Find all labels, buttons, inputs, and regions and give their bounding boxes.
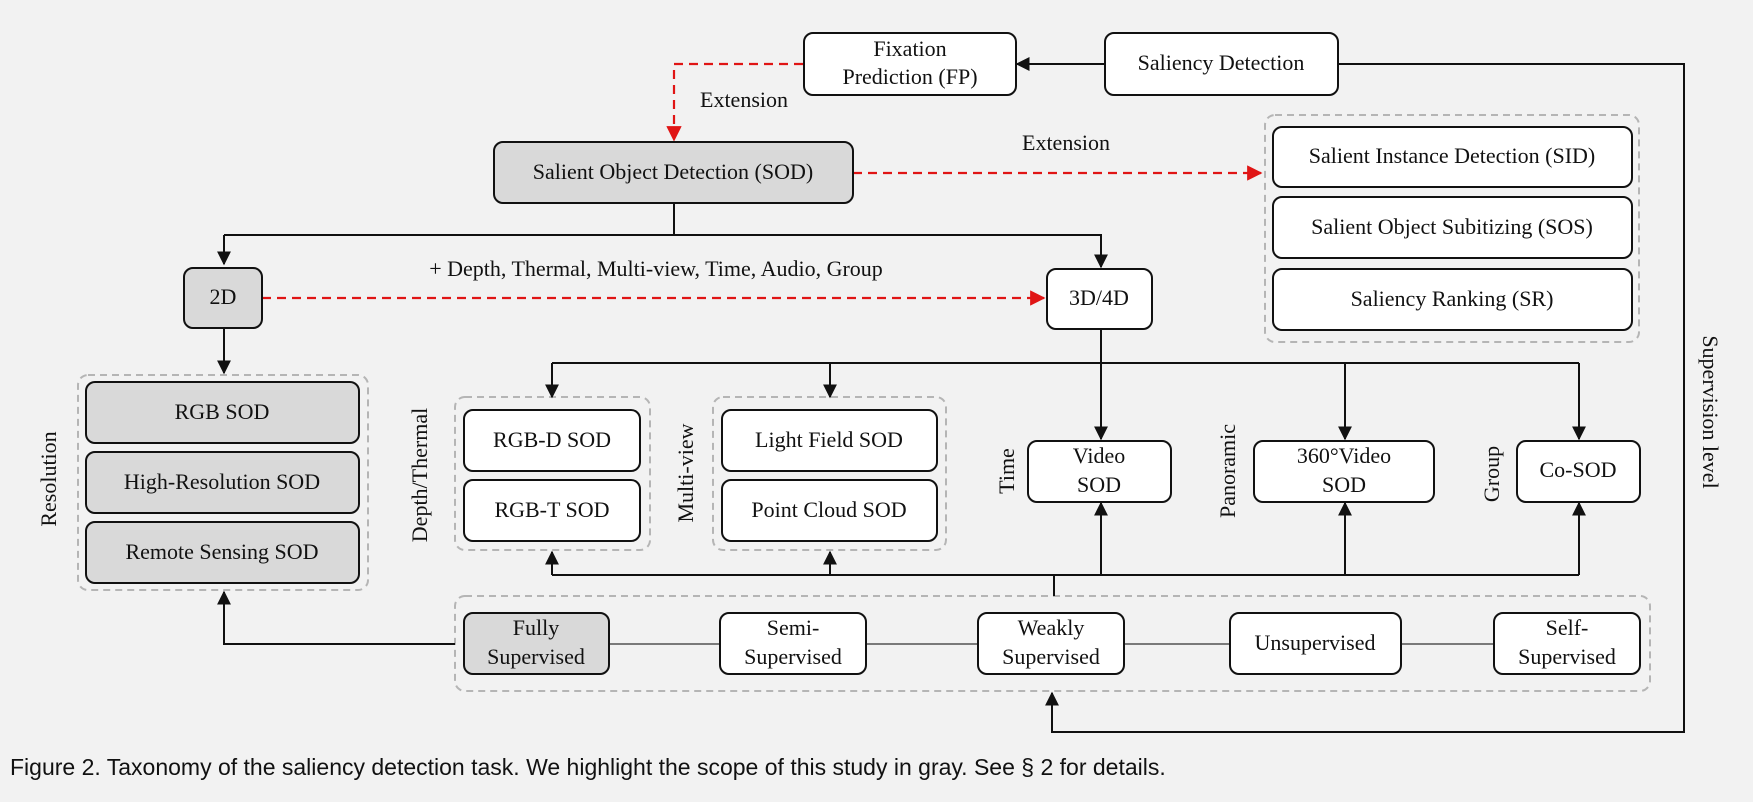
node-3d4d-label: 3D/4D (1069, 285, 1129, 310)
extension-arrows (262, 62, 1263, 306)
extension-label-fp: Extension (700, 87, 788, 112)
fully-supervised-box (463, 612, 610, 675)
self-supervised-box (1493, 612, 1641, 675)
taxonomy-diagram: Fixation Prediction (FP) Saliency Detect… (36, 32, 1723, 733)
weakly-supervised-box (977, 612, 1125, 675)
video-sod-box (1027, 440, 1172, 503)
high-res-sod-box (85, 451, 360, 514)
video360-sod-box (1253, 440, 1435, 503)
rgbt-sod-box (463, 479, 641, 542)
video360-sod-line1: 360°Video (1297, 443, 1391, 468)
semi-supervised-box (719, 612, 867, 675)
saliency-detection-label: Saliency Detection (1138, 50, 1305, 75)
supervision-level-label: Supervision level (1698, 335, 1723, 488)
fully-supervised-line1: Fully (513, 615, 559, 640)
depth-thermal-side-label: Depth/Thermal (407, 408, 432, 542)
panoramic-side-label: Panoramic (1215, 424, 1240, 518)
unsupervised-label: Unsupervised (1255, 630, 1376, 655)
sr-label: Saliency Ranking (SR) (1351, 286, 1554, 311)
point-cloud-sod-box (721, 479, 938, 542)
weakly-supervised-line1: Weakly (1018, 615, 1085, 640)
light-field-sod-box (721, 409, 938, 472)
video-sod-line1: Video (1073, 443, 1125, 468)
remote-sensing-sod-label: Remote Sensing SOD (125, 539, 318, 564)
point-cloud-sod-label: Point Cloud SOD (751, 497, 906, 522)
modalities-label: + Depth, Thermal, Multi-view, Time, Audi… (429, 256, 883, 281)
remote-sensing-sod-box (85, 521, 360, 584)
saliency-detection-box (1104, 32, 1339, 96)
extension-tasks-group (1264, 114, 1640, 343)
co-sod-label: Co-SOD (1539, 457, 1616, 482)
video360-sod-line2: SOD (1322, 472, 1366, 497)
sod-label: Salient Object Detection (SOD) (533, 159, 813, 184)
rgbd-sod-label: RGB-D SOD (493, 427, 611, 452)
light-field-sod-label: Light Field SOD (755, 427, 903, 452)
resolution-group (77, 374, 369, 591)
semi-supervised-line1: Semi- (767, 615, 820, 640)
rgbt-sod-label: RGB-T SOD (494, 497, 609, 522)
node-3d4d-box (1046, 268, 1153, 330)
unsupervised-box (1229, 612, 1402, 675)
figure-caption: Figure 2. Taxonomy of the saliency detec… (10, 754, 1166, 780)
node-2d-label: 2D (210, 284, 237, 309)
fully-supervised-line2: Supervised (487, 644, 585, 669)
video-sod-line2: SOD (1077, 472, 1121, 497)
fixation-prediction-line1: Fixation (873, 36, 946, 61)
node-2d-box (183, 267, 263, 329)
high-res-sod-label: High-Resolution SOD (124, 469, 320, 494)
connectors (217, 57, 1685, 733)
sos-box (1272, 196, 1633, 259)
self-supervised-line1: Self- (1546, 615, 1589, 640)
sr-box (1272, 268, 1633, 331)
self-supervised-line2: Supervised (1518, 644, 1616, 669)
fixation-prediction-line2: Prediction (FP) (842, 64, 977, 89)
rgb-sod-box (85, 381, 360, 444)
sod-box (493, 141, 854, 204)
extension-label-sod: Extension (1022, 130, 1110, 155)
sid-label: Salient Instance Detection (SID) (1309, 143, 1596, 168)
group-side-label: Group (1479, 446, 1504, 502)
rgbd-sod-box (463, 409, 641, 472)
time-side-label: Time (994, 448, 1019, 494)
semi-supervised-line2: Supervised (744, 644, 842, 669)
resolution-side-label: Resolution (36, 431, 61, 526)
sos-label: Salient Object Subitizing (SOS) (1311, 214, 1593, 239)
sid-box (1272, 126, 1633, 188)
multi-view-side-label: Multi-view (673, 423, 698, 522)
weakly-supervised-line2: Supervised (1002, 644, 1100, 669)
fixation-prediction-box (803, 32, 1017, 96)
rgb-sod-label: RGB SOD (175, 399, 270, 424)
co-sod-box (1516, 440, 1641, 503)
multi-view-group (712, 396, 947, 551)
